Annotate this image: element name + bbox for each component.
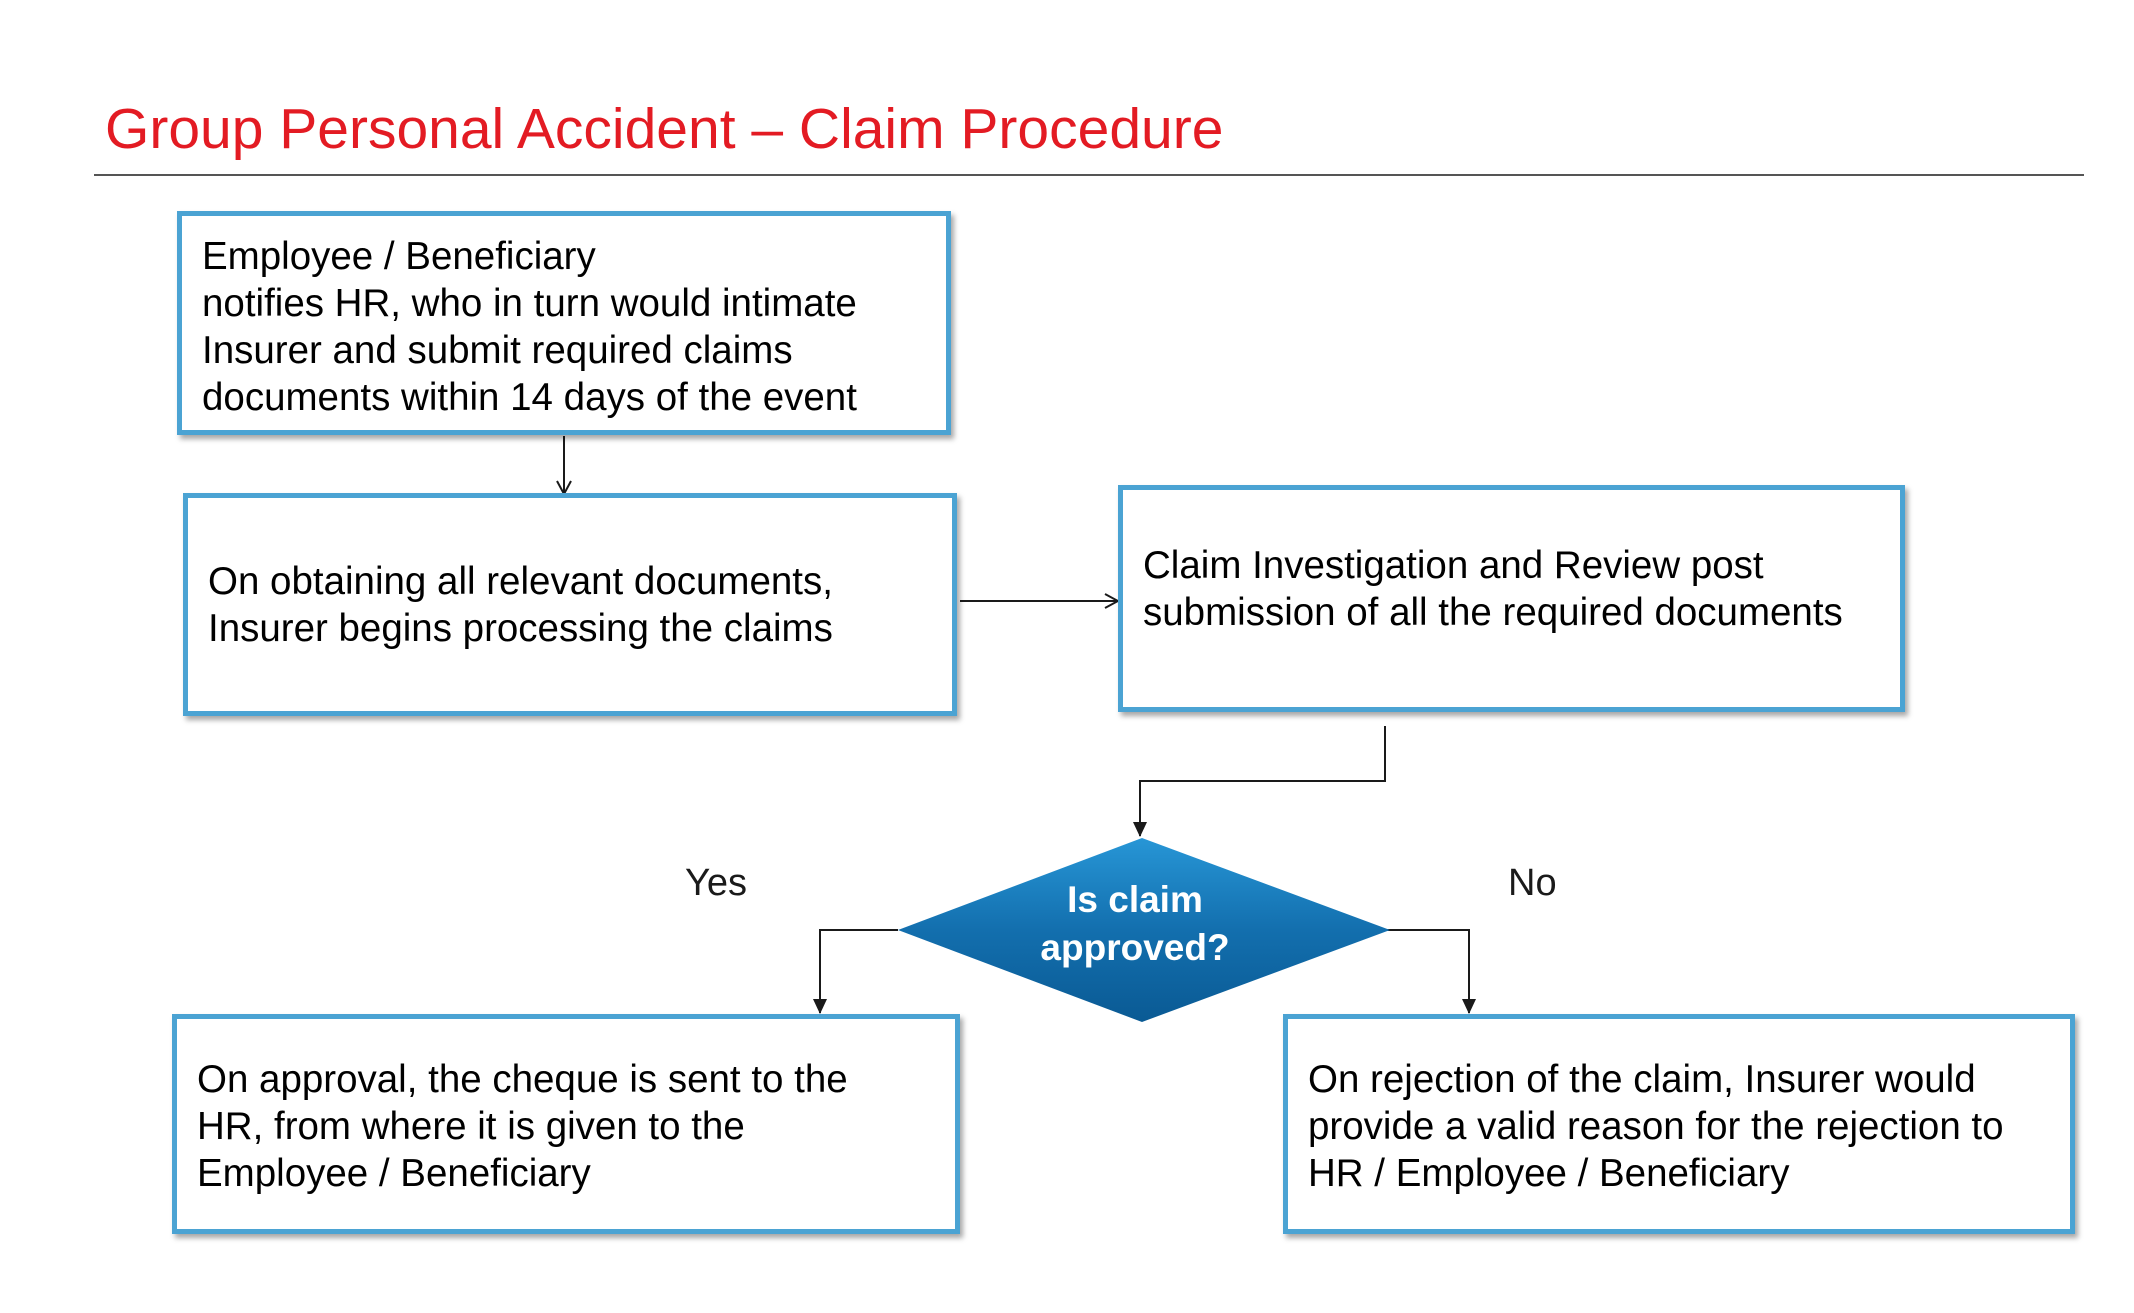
step-investigation-line: submission of all the required documents xyxy=(1143,591,1843,634)
step-processing-line: On obtaining all relevant documents, xyxy=(208,559,833,603)
outcome-rejection-line: On rejection of the claim, Insurer would xyxy=(1308,1058,1976,1101)
connector-decision-no xyxy=(1386,929,1476,1014)
step-processing-line: Insurer begins processing the claims xyxy=(208,606,833,650)
decision-label-line: approved? xyxy=(1040,927,1230,968)
decision-label-line: Is claim xyxy=(1067,879,1203,920)
step-notify-box: Employee / Beneficiary notifies HR, who … xyxy=(177,211,951,435)
connector-decision-yes xyxy=(813,929,898,1014)
page-title: Group Personal Accident – Claim Procedur… xyxy=(105,97,1224,161)
step-notify-line: Insurer and submit required claims xyxy=(202,329,793,372)
outcome-rejection-box: On rejection of the claim, Insurer would… xyxy=(1283,1014,2075,1234)
step-investigation-line: Claim Investigation and Review post xyxy=(1143,544,1764,587)
outcome-approval-box: On approval, the cheque is sent to the H… xyxy=(172,1014,960,1234)
branch-label-no: No xyxy=(1508,862,1557,904)
outcome-approval-line: On approval, the cheque is sent to the xyxy=(197,1058,848,1101)
outcome-approval-line: Employee / Beneficiary xyxy=(197,1152,591,1195)
outcome-approval-line: HR, from where it is given to the xyxy=(197,1105,745,1148)
decision-label: Is claim approved? xyxy=(1005,876,1265,972)
connector-investigation-to-decision xyxy=(1133,726,1386,837)
step-notify-line: Employee / Beneficiary xyxy=(202,235,596,278)
title-divider xyxy=(94,174,2084,176)
step-notify-line: notifies HR, who in turn would intimate xyxy=(202,282,857,325)
step-processing-box: On obtaining all relevant documents, Ins… xyxy=(183,493,957,716)
outcome-rejection-line: HR / Employee / Beneficiary xyxy=(1308,1152,1790,1195)
outcome-rejection-line: provide a valid reason for the rejection… xyxy=(1308,1105,2004,1148)
step-notify-line: documents within 14 days of the event xyxy=(202,376,857,419)
branch-label-yes: Yes xyxy=(685,862,747,904)
step-investigation-box: Claim Investigation and Review post subm… xyxy=(1118,485,1905,712)
